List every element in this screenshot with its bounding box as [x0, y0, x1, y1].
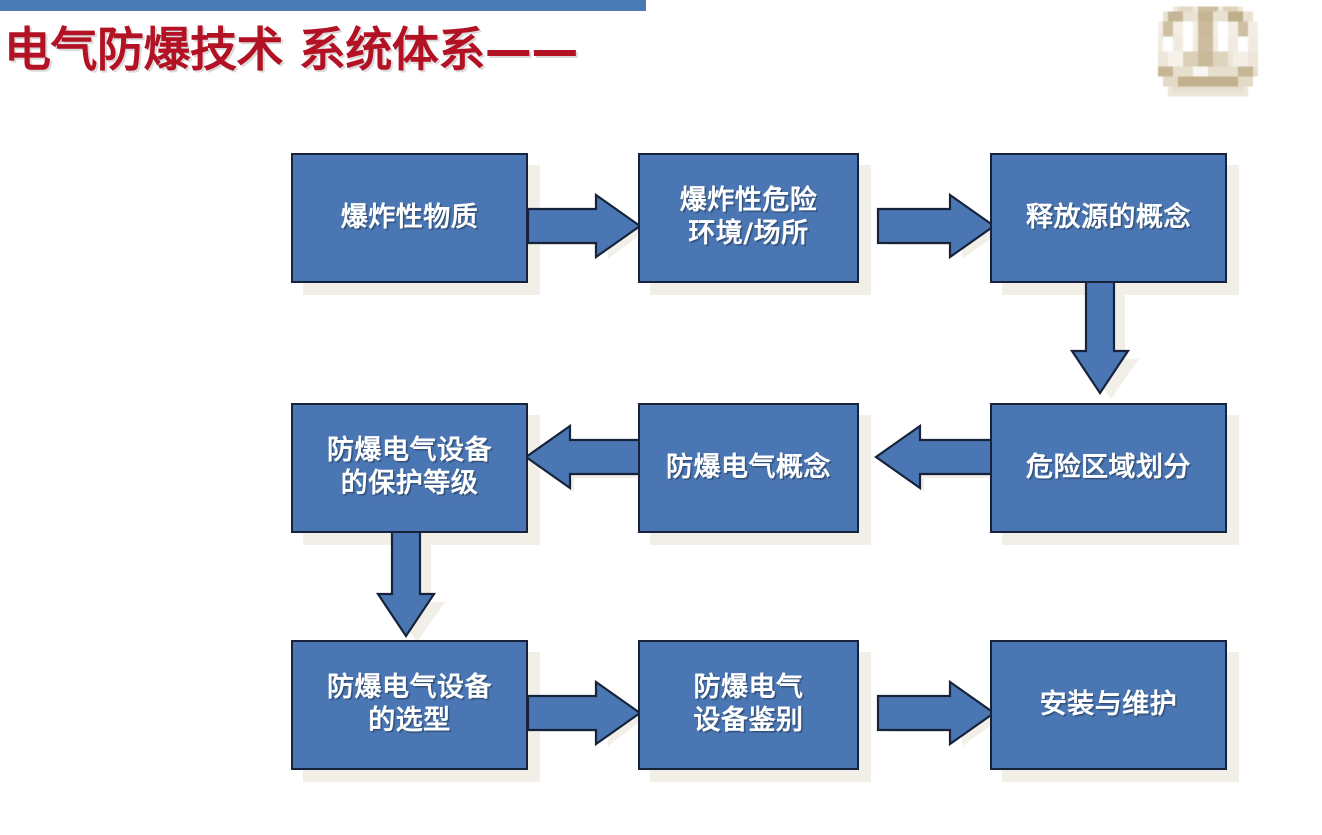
page-title: 电气防爆技术 系统体系——: [4, 23, 578, 78]
arrow-equipment-identification-to-installation-maintenance: [876, 679, 1008, 757]
flow-node-explosive-substance[interactable]: 爆炸性物质: [291, 153, 528, 283]
flow-node-label: 安装与维护: [1039, 688, 1178, 720]
flow-node-label: 爆炸性危险 环境/场所: [679, 185, 818, 249]
flow-node-label: 防爆电气 设备鉴别: [693, 672, 804, 736]
flow-node-label: 释放源的概念: [1026, 201, 1191, 233]
header-accent-bar: [0, 0, 646, 11]
arrow-zone-classification-to-ex-concept-shape: [872, 423, 1008, 504]
arrow-ex-concept-to-protection-level: [524, 423, 656, 504]
arrow-explosive-substance-to-hazardous-area: [526, 192, 650, 270]
institution-logo-icon: [1153, 6, 1263, 102]
flow-node-label: 防爆电气设备 的保护等级: [327, 435, 492, 499]
flow-node-label: 防爆电气概念: [666, 451, 831, 483]
flow-node-label: 危险区域划分: [1026, 451, 1191, 483]
arrow-release-source-to-zone-classification: [1069, 279, 1172, 407]
flow-node-equipment-selection[interactable]: 防爆电气设备 的选型: [291, 640, 528, 770]
arrow-equipment-selection-to-equipment-identification: [526, 679, 650, 757]
flow-node-equipment-identification[interactable]: 防爆电气 设备鉴别: [638, 640, 859, 770]
flow-node-equipment-protection-level[interactable]: 防爆电气设备 的保护等级: [291, 403, 528, 533]
flow-node-release-source-concept[interactable]: 释放源的概念: [990, 153, 1227, 283]
flow-node-explosive-hazardous-area[interactable]: 爆炸性危险 环境/场所: [638, 153, 859, 283]
flow-node-label: 防爆电气设备 的选型: [327, 672, 492, 736]
flow-node-installation-and-maintenance[interactable]: 安装与维护: [990, 640, 1227, 770]
arrow-hazardous-area-to-release-source: [876, 192, 1008, 270]
flow-node-explosion-proof-concept[interactable]: 防爆电气概念: [638, 403, 859, 533]
flow-node-label: 爆炸性物质: [340, 201, 479, 233]
arrow-protection-level-to-equipment-selection: [375, 528, 478, 650]
flow-node-hazardous-zone-classification[interactable]: 危险区域划分: [990, 403, 1227, 533]
